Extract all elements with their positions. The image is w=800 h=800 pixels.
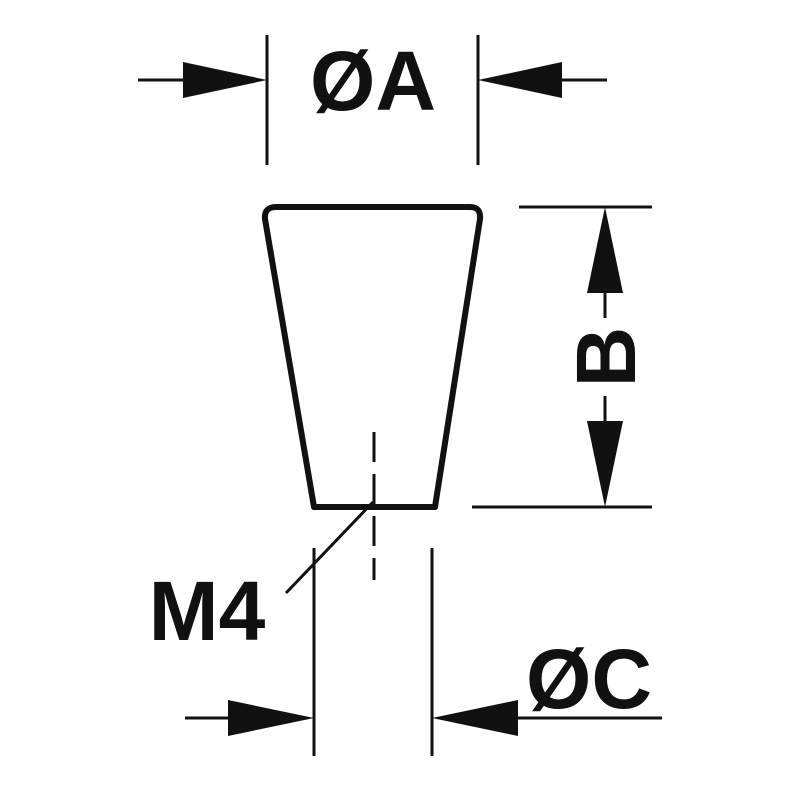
dimension-b: B (472, 205, 653, 509)
dim-b-label: B (559, 327, 653, 388)
dim-b-arrow-down-icon (587, 421, 623, 507)
dimension-c: ØC (185, 548, 662, 756)
dim-a-arrow-right-icon (478, 62, 562, 98)
dimension-a: ØA (138, 34, 607, 165)
dim-c-arrow-right-icon (432, 700, 518, 736)
thread-callout: M4 (149, 500, 375, 658)
knob-body (261, 204, 484, 510)
dim-a-label: ØA (310, 34, 436, 128)
thread-leader-line (284, 500, 375, 595)
dim-c-arrow-left-icon (228, 700, 314, 736)
dim-b-arrow-up-icon (587, 207, 623, 293)
thread-label: M4 (149, 564, 266, 658)
dim-c-label: ØC (526, 632, 652, 726)
dim-a-arrow-left-icon (183, 62, 267, 98)
